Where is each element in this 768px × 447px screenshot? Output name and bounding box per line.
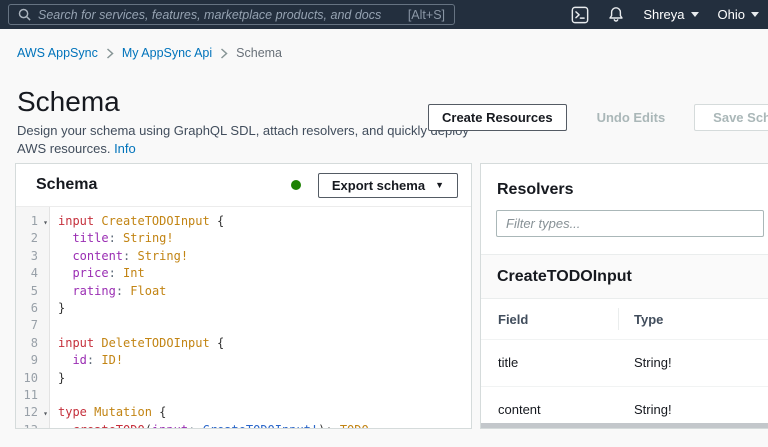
code-line: input DeleteTODOInput { (58, 335, 369, 352)
page-description-line1: Design your schema using GraphQL SDL, at… (17, 123, 469, 138)
chevron-down-icon (691, 12, 699, 17)
page-description-line2: AWS resources. (17, 141, 110, 156)
code-line: price: Int (58, 265, 369, 282)
fold-caret-icon[interactable]: ▾ (43, 405, 48, 422)
code-line (58, 317, 369, 334)
table-row: titleString! (481, 339, 768, 386)
filter-types-input[interactable] (496, 210, 764, 237)
line-number: 1▾ (16, 213, 49, 230)
page-title: Schema (17, 86, 120, 118)
code-line: content: String! (58, 248, 369, 265)
line-number: 6 (16, 300, 49, 317)
account-name: Shreya (643, 7, 684, 22)
resolvers-table-header: Field Type (481, 299, 768, 339)
code-line: createTODO(input: CreateTODOInput!): TOD… (58, 422, 369, 429)
region-name: Ohio (718, 7, 745, 22)
save-schema-button[interactable]: Save Schema (694, 104, 768, 131)
code-lines: input CreateTODOInput { title: String! c… (50, 207, 369, 429)
code-line: rating: Float (58, 283, 369, 300)
chevron-right-icon (106, 48, 114, 59)
breadcrumb-api-link[interactable]: My AppSync Api (122, 46, 212, 60)
line-number: 8 (16, 335, 49, 352)
cell-field: title (481, 355, 618, 370)
code-line (58, 387, 369, 404)
line-number: 10 (16, 370, 49, 387)
export-schema-label: Export schema (332, 178, 425, 193)
line-number: 2 (16, 230, 49, 247)
region-menu[interactable]: Ohio (718, 7, 759, 22)
column-header-field: Field (481, 312, 618, 327)
create-resources-button[interactable]: Create Resources (428, 104, 567, 131)
code-line: } (58, 370, 369, 387)
column-divider (618, 308, 619, 330)
resolvers-panel: Resolvers CreateTODOInput Field Type tit… (480, 163, 768, 429)
code-line: title: String! (58, 230, 369, 247)
code-line: type Mutation { (58, 404, 369, 421)
export-schema-button[interactable]: Export schema ▼ (318, 173, 458, 198)
schema-code-editor[interactable]: 1▾23456789101112▾13 input CreateTODOInpu… (16, 206, 471, 429)
code-line: } (58, 300, 369, 317)
code-line: id: ID! (58, 352, 369, 369)
line-number: 12▾ (16, 404, 49, 421)
line-number: 11 (16, 387, 49, 404)
line-number: 7 (16, 317, 49, 334)
undo-edits-button[interactable]: Undo Edits (583, 104, 680, 131)
chevron-right-icon (220, 48, 228, 59)
cell-type: String! (618, 355, 672, 370)
cell-field: content (481, 402, 618, 417)
gutter: 1▾23456789101112▾13 (16, 207, 50, 429)
line-number: 9 (16, 352, 49, 369)
schema-panel-header: Schema Export schema ▼ (16, 164, 471, 206)
status-dot (291, 180, 301, 190)
breadcrumb-current: Schema (236, 46, 282, 60)
horizontal-scrollbar[interactable] (481, 423, 768, 428)
resolvers-panel-title: Resolvers (481, 164, 768, 199)
resolvers-table-body: titleString!contentString! (481, 339, 768, 429)
line-number: 3 (16, 248, 49, 265)
header-actions: Create Resources Undo Edits Save Schema (428, 104, 768, 131)
schema-panel-title: Schema (36, 176, 291, 194)
chevron-down-icon (751, 12, 759, 17)
top-navigation-bar: Search for services, features, marketpla… (0, 0, 768, 29)
page-description: Design your schema using GraphQL SDL, at… (17, 122, 477, 158)
line-number: 5 (16, 283, 49, 300)
info-link[interactable]: Info (114, 141, 136, 156)
search-placeholder: Search for services, features, marketpla… (38, 8, 401, 22)
search-shortcut-hint: [Alt+S] (408, 8, 445, 22)
schema-panel: Schema Export schema ▼ 1▾23456789101112▾… (15, 163, 472, 429)
code-line: input CreateTODOInput { (58, 213, 369, 230)
notifications-bell-icon[interactable] (608, 6, 624, 23)
line-number: 13 (16, 422, 49, 429)
fold-caret-icon[interactable]: ▾ (43, 214, 48, 231)
breadcrumb: AWS AppSync My AppSync Api Schema (17, 46, 282, 60)
breadcrumb-appsync-link[interactable]: AWS AppSync (17, 46, 98, 60)
cell-type: String! (618, 402, 672, 417)
column-header-type: Type (618, 312, 663, 327)
global-search-input[interactable]: Search for services, features, marketpla… (8, 4, 455, 25)
type-section-title: CreateTODOInput (481, 255, 768, 298)
account-menu[interactable]: Shreya (643, 7, 698, 22)
search-icon (18, 8, 31, 21)
chevron-down-icon: ▼ (435, 180, 444, 190)
cloudshell-icon[interactable] (571, 6, 589, 24)
line-number: 4 (16, 265, 49, 282)
